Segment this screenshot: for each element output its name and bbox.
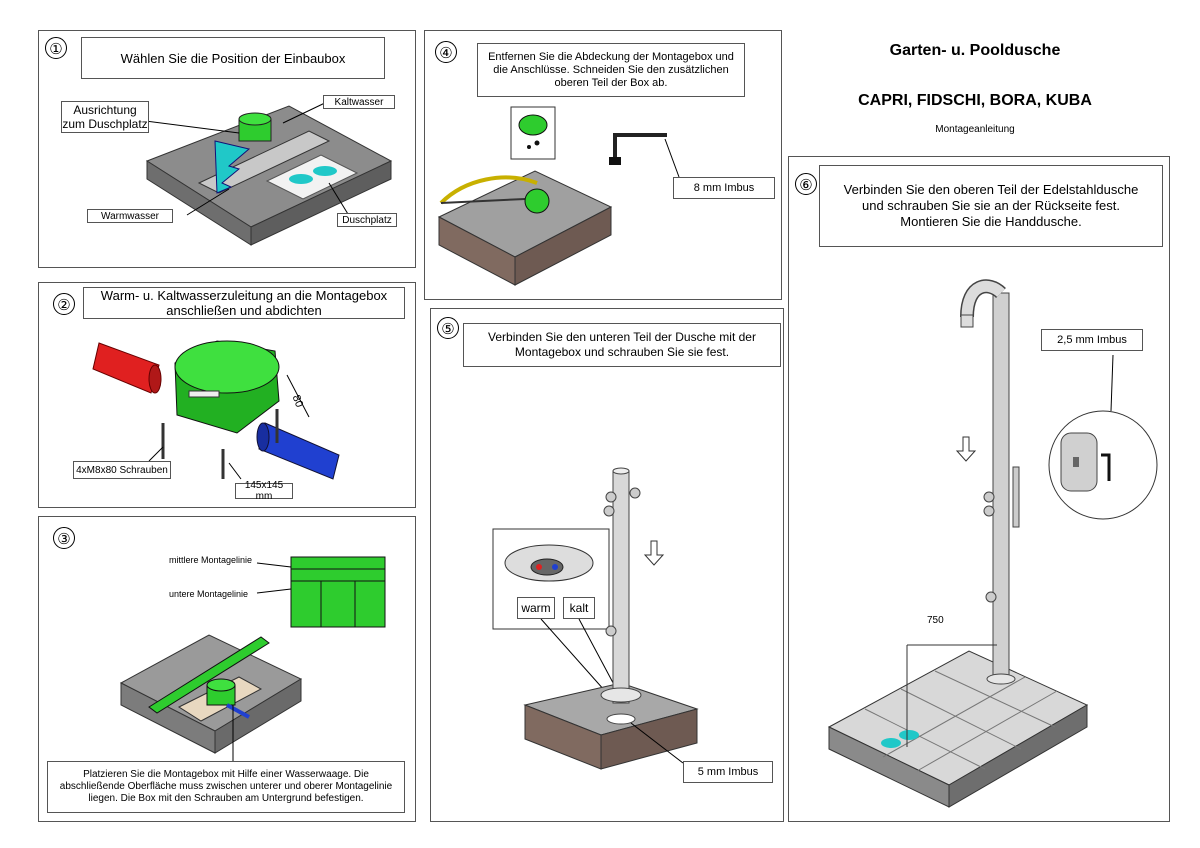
step-1-shower-place-label: Duschplatz [337,213,397,227]
step-1-cold-label: Kaltwasser [323,95,395,109]
step-2-dimension: 80 [290,393,305,409]
step-5-number: ⑤ [437,317,459,339]
model-names: CAPRI, FIDSCHI, BORA, KUBA [858,92,1092,109]
step-6-caption: Verbinden Sie den oberen Teil der Edelst… [819,165,1163,247]
step-2-caption: Warm- u. Kaltwasserzuleitung an die Mont… [83,287,405,319]
step-6-panel: ⑥ Verbinden Sie den oberen Teil der Edel… [788,156,1170,822]
step-5-tool-label: 5 mm Imbus [683,761,773,783]
step-1-illustration [98,100,393,246]
step-3-panel: ③ mittlere Montagelinie untere Montageli… [38,516,416,822]
step-4-illustration [437,106,680,286]
step-4-caption: Entfernen Sie die Abdeckung der Montageb… [477,43,745,97]
step-4-tool-label: 8 mm Imbus [673,177,775,199]
step-3-illustration [119,556,386,761]
step-5-cold-label: kalt [563,597,595,619]
step-2-number: ② [53,293,75,315]
step-3-number: ③ [53,527,75,549]
step-2-panel: ② Warm- u. Kaltwasserzuleitung an die Mo… [38,282,416,508]
step-4-panel: ④ Entfernen Sie die Abdeckung der Montag… [424,30,782,300]
step-1-caption: Wählen Sie die Position der Einbaubox [81,37,385,79]
page-title: Garten- u. Pooldusche [889,42,1061,59]
step-1-warm-label: Warmwasser [87,209,173,223]
step-6-illustration [827,279,1158,808]
step-6-tool-label: 2,5 mm Imbus [1041,329,1143,351]
step-5-panel: ⑤ Verbinden Sie den unteren Teil der Dus… [430,308,784,822]
step-3-middle-line-label: mittlere Montagelinie [169,555,253,565]
step-1-panel: ① Wählen Sie die Position der Einbaubox … [38,30,416,268]
step-1-orientation-label: Ausrichtung zum Duschplatz [61,101,149,133]
step-3-caption: Platzieren Sie die Montagebox mit Hilfe … [47,761,405,813]
step-6-number: ⑥ [795,173,817,195]
step-4-number: ④ [435,41,457,63]
step-1-number: ① [45,37,67,59]
step-5-caption: Verbinden Sie den unteren Teil der Dusch… [463,323,781,367]
step-2-illustration: 80 [92,340,340,480]
step-5-illustration [492,467,699,770]
step-6-height-label: 750 [927,615,944,626]
step-2-screws-label: 4xM8x80 Schrauben [73,461,171,479]
subtitle: Montageanleitung [935,124,1015,135]
step-5-warm-label: warm [517,597,555,619]
step-3-lower-line-label: untere Montagelinie [169,589,249,599]
step-2-size-label: 145x145 mm [235,480,293,502]
